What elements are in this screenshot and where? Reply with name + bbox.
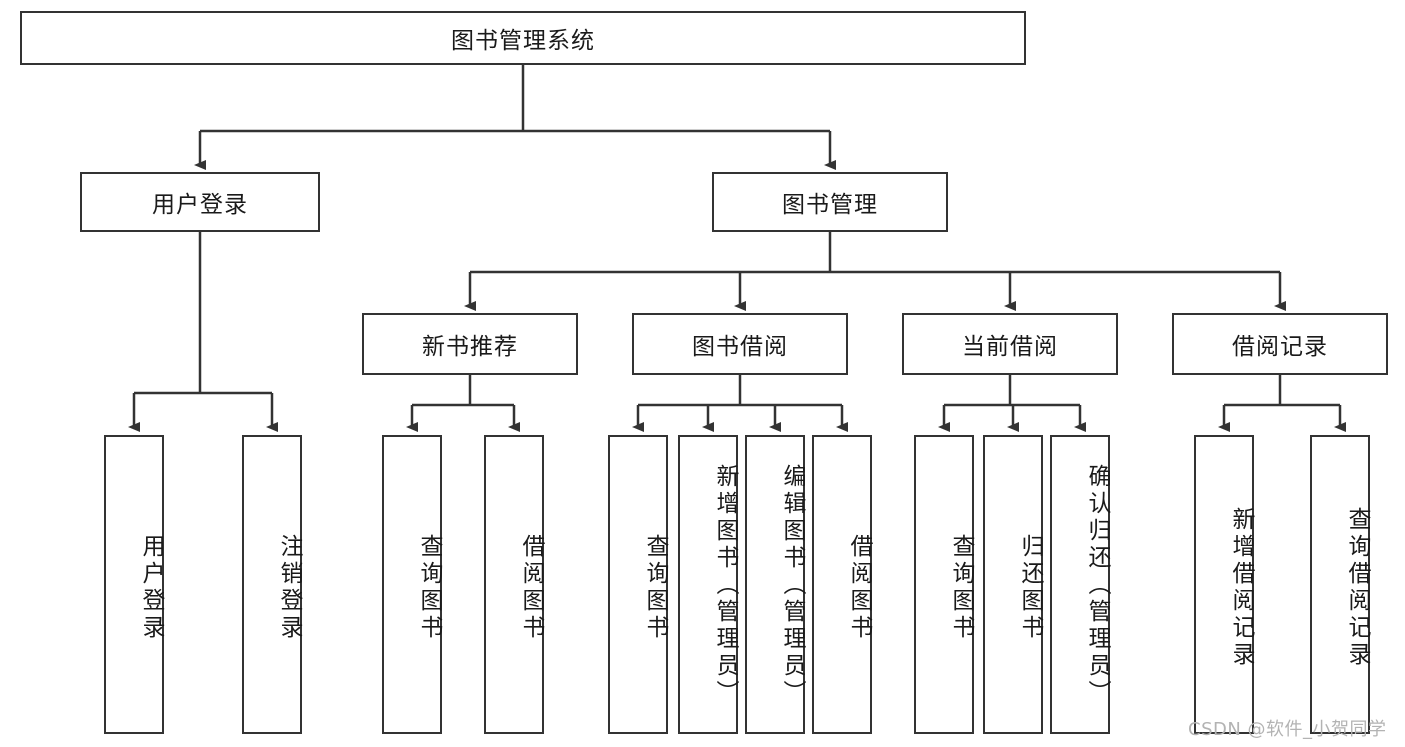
leaf-book-borrow-edit[interactable]: 编辑图书（管理员） — [745, 435, 805, 734]
node-new-book-recommend[interactable]: 新书推荐 — [362, 313, 578, 375]
leaf-book-borrow-borrow[interactable]: 借阅图书 — [812, 435, 872, 734]
node-book-manage[interactable]: 图书管理 — [712, 172, 948, 232]
leaf-current-borrow-return[interactable]: 归还图书 — [983, 435, 1043, 734]
node-root-system[interactable]: 图书管理系统 — [20, 11, 1026, 65]
leaf-borrow-record-query[interactable]: 查询借阅记录 — [1310, 435, 1370, 734]
node-book-borrow[interactable]: 图书借阅 — [632, 313, 848, 375]
leaf-current-borrow-confirm-return[interactable]: 确认归还（管理员） — [1050, 435, 1110, 734]
leaf-current-borrow-query[interactable]: 查询图书 — [914, 435, 974, 734]
node-current-borrow[interactable]: 当前借阅 — [902, 313, 1118, 375]
leaf-new-book-borrow[interactable]: 借阅图书 — [484, 435, 544, 734]
leaf-user-login-signout[interactable]: 注销登录 — [242, 435, 302, 734]
leaf-new-book-query[interactable]: 查询图书 — [382, 435, 442, 734]
leaf-book-borrow-add[interactable]: 新增图书（管理员） — [678, 435, 738, 734]
leaf-book-borrow-query[interactable]: 查询图书 — [608, 435, 668, 734]
csdn-watermark: CSDN @软件_小贺同学 — [1188, 719, 1387, 740]
node-borrow-record[interactable]: 借阅记录 — [1172, 313, 1388, 375]
leaf-user-login-signin[interactable]: 用户登录 — [104, 435, 164, 734]
node-user-login[interactable]: 用户登录 — [80, 172, 320, 232]
leaf-borrow-record-add[interactable]: 新增借阅记录 — [1194, 435, 1254, 734]
